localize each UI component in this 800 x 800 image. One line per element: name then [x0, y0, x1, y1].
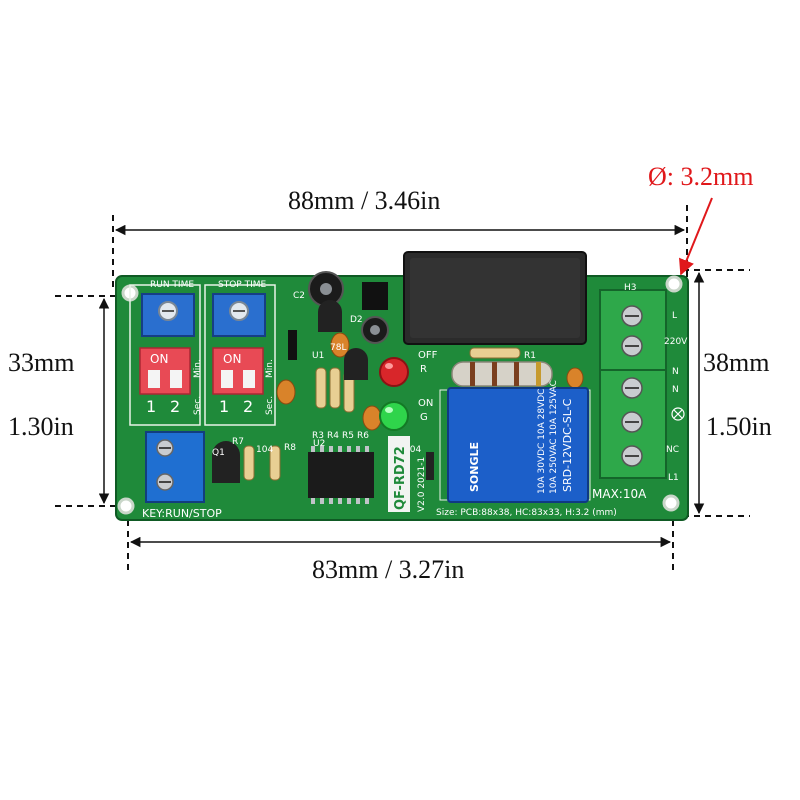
terminal-label-l1: L1 — [668, 473, 679, 483]
terminal-label-nc: NC — [666, 445, 679, 455]
g-label: G — [420, 412, 428, 423]
relay-brand: SONGLE — [468, 442, 481, 492]
run-dip-2-label: 2 — [170, 397, 180, 416]
bottom-width-label: 83mm / 3.27in — [312, 555, 465, 584]
right-height-in-label: 1.50in — [706, 412, 772, 441]
electrolytic-capacitor-d2 — [361, 316, 389, 344]
stop-time-potentiometer[interactable] — [212, 293, 266, 337]
stop-time-label: STOP TIME — [218, 280, 266, 290]
resistors — [243, 347, 521, 481]
regulator-78l — [318, 300, 368, 380]
run-dip-1-label: 1 — [146, 397, 156, 416]
run-sec-label: Sec. — [193, 396, 203, 415]
run-dip-on-label: ON — [150, 352, 168, 366]
on-label: ON — [418, 398, 433, 409]
stop-sec-label: Sec. — [265, 396, 275, 415]
run-min-label: Min. — [193, 359, 203, 378]
terminal-label-n-2: N — [672, 385, 679, 395]
version-label: V2.0 2021-1 — [417, 457, 427, 512]
diode — [288, 330, 297, 360]
hole-diameter-label: Ø: 3.2mm — [648, 162, 754, 191]
cap-104-left-label: 104 — [256, 445, 273, 455]
power-transformer — [403, 251, 587, 345]
size-label: Size: PCB:88x38, HC:83x33, H:3.2 (mm) — [436, 508, 617, 518]
led-red — [379, 357, 409, 387]
electrolytic-capacitor-c2 — [308, 271, 344, 307]
relay-rating-2: 10A 30VDC 10A 28VDC — [537, 389, 547, 494]
model-label: QF-RD72 — [393, 446, 408, 510]
key-terminal-block[interactable] — [145, 431, 205, 503]
u2-label: U2 — [313, 439, 325, 449]
stop-dip-switch[interactable] — [212, 347, 264, 395]
terminal-label-n-1: N — [672, 367, 679, 377]
stop-min-label: Min. — [265, 359, 275, 378]
terminal-label-h3: H3 — [624, 283, 637, 293]
q1-label: Q1 — [212, 448, 225, 458]
relay-rating-1: 10A 250VAC 10A 125VAC — [549, 380, 559, 494]
dimension-arrows — [98, 224, 705, 548]
left-height-in-label: 1.30in — [8, 412, 74, 441]
stop-dip-2-label: 2 — [243, 397, 253, 416]
hole-pointer-arrow — [679, 197, 713, 276]
diode-small — [426, 452, 434, 480]
r8-label: R8 — [284, 443, 296, 453]
r3-label: R3 — [312, 431, 324, 441]
mount-hole-top-right — [665, 275, 683, 293]
relay — [447, 387, 589, 503]
terminal-label-l: L — [672, 311, 677, 321]
r5-label: R5 — [342, 431, 354, 441]
run-time-label: RUN TIME — [150, 280, 194, 290]
right-height-mm-label: 38mm — [703, 348, 770, 377]
bridge-rectifier — [362, 282, 388, 310]
c2-label: C2 — [293, 291, 305, 301]
78l-label: 78L — [330, 343, 346, 353]
dimension-guides — [55, 205, 750, 570]
run-dip-switch[interactable] — [139, 347, 191, 395]
r7-label: R7 — [232, 437, 244, 447]
terminal-block-top[interactable] — [599, 289, 667, 371]
led-green — [379, 401, 409, 431]
left-height-mm-label: 33mm — [8, 348, 75, 377]
key-label: KEY:RUN/STOP — [142, 507, 222, 520]
model-label-box — [388, 436, 410, 512]
r4-label: R4 — [327, 431, 339, 441]
d2-label: D2 — [350, 315, 363, 325]
ic-u2 — [308, 446, 374, 504]
ceramic-capacitors — [276, 332, 584, 431]
mount-hole-bottom-right — [662, 494, 680, 512]
terminal-block-bottom[interactable] — [599, 369, 667, 479]
mount-hole-bottom-left — [117, 497, 135, 515]
cap-104-right-label: 104 — [404, 445, 421, 455]
max-current-label: MAX:10A — [592, 487, 647, 501]
relay-model: SRD-12VDC-SL-C — [561, 398, 574, 492]
lamp-icon — [671, 407, 685, 421]
u1-label: U1 — [312, 351, 324, 361]
r6-label: R6 — [357, 431, 369, 441]
r-label: R — [420, 364, 427, 375]
run-time-potentiometer[interactable] — [141, 293, 195, 337]
r1-label: R1 — [524, 351, 536, 361]
off-label: OFF — [418, 350, 438, 361]
power-resistor — [451, 361, 553, 387]
transistor-q1 — [212, 441, 240, 483]
stop-dip-on-label: ON — [223, 352, 241, 366]
top-width-label: 88mm / 3.46in — [288, 186, 441, 215]
stop-dip-1-label: 1 — [219, 397, 229, 416]
terminal-label-220v: 220V — [664, 337, 688, 347]
